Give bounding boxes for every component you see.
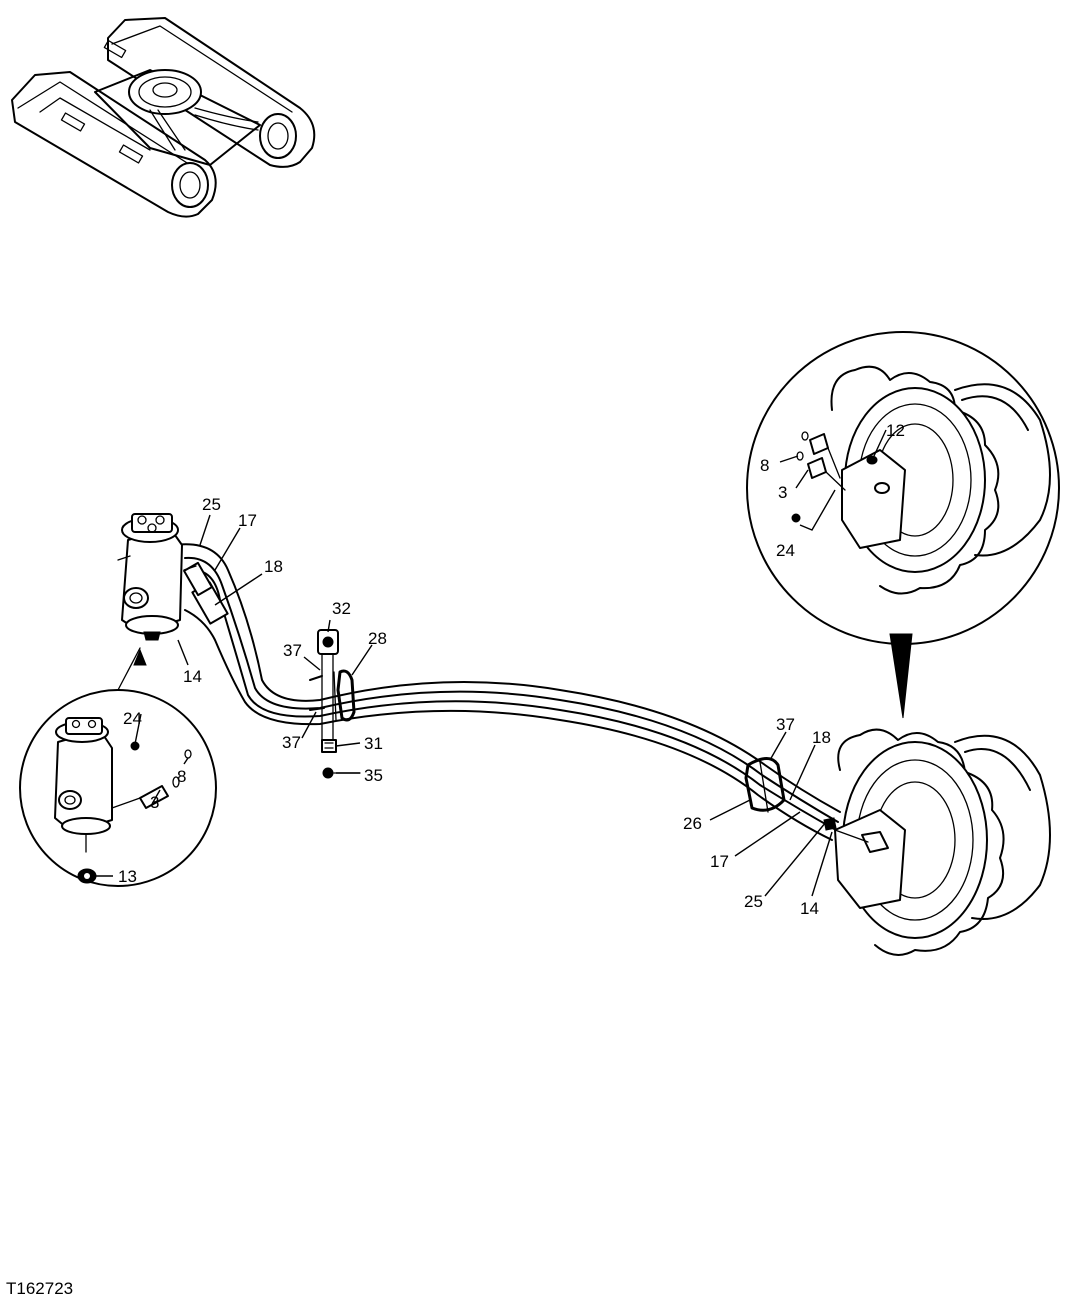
callout-8-right: 8 xyxy=(760,456,769,475)
callout-8-left: 8 xyxy=(177,767,186,786)
right-hose-clamp xyxy=(744,757,786,813)
callout-24-right: 24 xyxy=(776,541,795,560)
callout-3-right: 3 xyxy=(778,483,787,502)
callout-14: 14 xyxy=(183,667,202,686)
callout-17: 17 xyxy=(238,511,257,530)
callout-35: 35 xyxy=(364,766,383,785)
figure-id: T162723 xyxy=(6,1279,73,1298)
callout-12: 12 xyxy=(886,421,905,440)
leader-lines xyxy=(96,429,887,897)
left-valve-assembly xyxy=(117,513,197,641)
undercarriage-locator-view xyxy=(11,17,316,218)
callout-18: 18 xyxy=(264,557,283,576)
callout-24-left: 24 xyxy=(123,709,142,728)
callout-labels: 25 17 18 14 32 28 37 37 31 35 24 8 3 13 … xyxy=(118,421,905,918)
callout-25: 25 xyxy=(202,495,221,514)
callout-13: 13 xyxy=(118,867,137,886)
callout-17-right: 17 xyxy=(710,852,729,871)
callout-37-lower: 37 xyxy=(282,733,301,752)
right-detail-circle xyxy=(746,331,1060,719)
right-travel-motor xyxy=(823,728,1051,956)
callout-26: 26 xyxy=(683,814,702,833)
callout-18-right: 18 xyxy=(812,728,831,747)
left-detail-circle xyxy=(19,647,217,887)
callout-37-right: 37 xyxy=(776,715,795,734)
callout-14-right: 14 xyxy=(800,899,819,918)
hose-bundle xyxy=(174,543,841,841)
callout-32: 32 xyxy=(332,599,351,618)
callout-3-left: 3 xyxy=(150,793,159,812)
clamp-cluster xyxy=(309,629,361,779)
callout-31: 31 xyxy=(364,734,383,753)
callout-25-right: 25 xyxy=(744,892,763,911)
callout-37-upper: 37 xyxy=(283,641,302,660)
callout-28: 28 xyxy=(368,629,387,648)
